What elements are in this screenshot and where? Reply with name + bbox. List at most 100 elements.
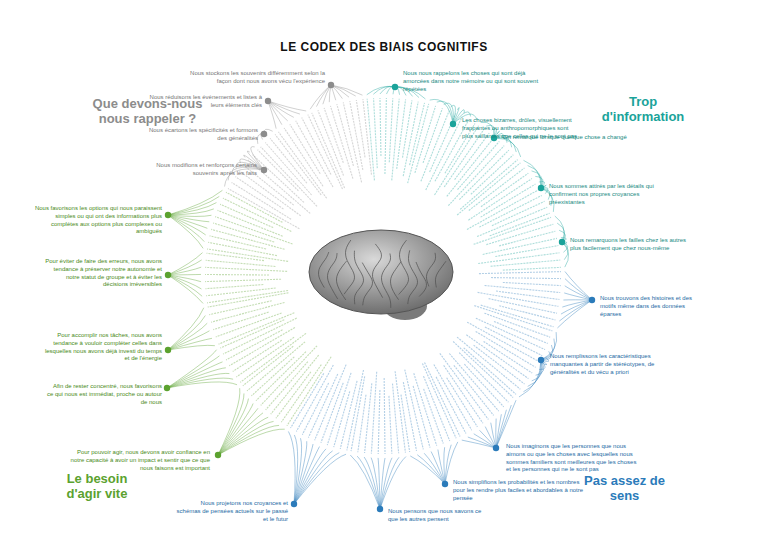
fan-line (167, 350, 217, 388)
bias-spoke (476, 318, 545, 349)
fan-line (495, 419, 496, 448)
category-dot (377, 506, 383, 512)
bias-spoke (468, 179, 532, 221)
fan-line (167, 373, 229, 388)
bias-spoke (454, 365, 494, 415)
category-dot (165, 347, 171, 353)
bias-spoke (327, 373, 351, 445)
category-dot (450, 121, 456, 127)
bias-spoke (460, 160, 517, 210)
bias-spoke (213, 223, 274, 242)
fan-line (380, 458, 385, 509)
fan-line (564, 293, 592, 300)
bias-spoke (226, 330, 282, 360)
bias-spoke (453, 342, 513, 398)
bias-spoke (358, 395, 366, 452)
category-dot (538, 185, 544, 191)
bias-spoke (235, 177, 283, 209)
category-text: Nous simplifions les probabilités et les… (453, 479, 585, 502)
section-heading: Le besoin d'agir vite (48, 472, 146, 502)
bias-spoke (485, 285, 561, 292)
fan-line (494, 138, 521, 157)
category-dot (165, 272, 171, 278)
category-text: Nous stockons les souvenirs différemment… (175, 70, 325, 86)
bias-spoke (469, 168, 525, 210)
fan-line (557, 300, 592, 328)
bias-spoke (430, 114, 456, 172)
fan-line (294, 454, 346, 504)
fan-line (310, 85, 331, 109)
fan-line (167, 356, 219, 388)
bias-spoke (448, 146, 504, 206)
fan-line (168, 215, 211, 216)
fan-line (468, 437, 496, 448)
fan-line (218, 421, 274, 455)
bias-spoke (395, 371, 405, 452)
bias-spoke (365, 383, 372, 453)
bias-spoke (474, 217, 551, 244)
fan-line (462, 440, 496, 448)
fan-line (565, 279, 592, 300)
category-text: Nous réduisons les événements et listes … (142, 94, 262, 110)
fan-line (445, 445, 451, 484)
bias-spoke (291, 373, 324, 428)
category-dot (442, 481, 448, 487)
bias-spoke (484, 313, 550, 337)
fan-line (218, 417, 268, 455)
category-dot (328, 82, 334, 88)
bias-spoke (384, 378, 386, 454)
brain-fold (408, 250, 418, 304)
bias-spoke (490, 213, 550, 236)
bias-spoke (279, 132, 327, 198)
fan-line (496, 410, 506, 448)
bias-spoke (385, 98, 386, 174)
fan-line (437, 101, 453, 124)
category-text: Nous sommes attirés par les détails qui … (549, 183, 661, 206)
bias-spoke (458, 141, 500, 189)
fan-line (218, 388, 240, 455)
bias-spoke (403, 382, 416, 451)
fan-line (350, 455, 380, 509)
bias-spoke (499, 231, 555, 246)
bias-spoke (414, 373, 437, 445)
fan-line (485, 427, 496, 448)
fan-line (474, 434, 496, 448)
brain-fold (336, 261, 346, 300)
category-text: Nous favorisons les options qui nous par… (27, 205, 162, 236)
bias-spoke (397, 99, 406, 168)
fan-line (331, 85, 362, 95)
bias-spoke (253, 155, 304, 203)
bias-spoke (216, 313, 282, 337)
bias-spoke (367, 99, 374, 181)
category-dot (559, 239, 565, 245)
fan-line (528, 360, 542, 386)
fan-line (168, 215, 209, 222)
bias-spoke (220, 204, 273, 227)
bias-spoke (496, 291, 559, 299)
fan-line (424, 453, 445, 484)
fan-line (410, 456, 445, 484)
bias-spoke (479, 272, 561, 274)
bias-spoke (459, 353, 508, 403)
fan-line (168, 275, 202, 296)
bias-spoke (449, 353, 498, 411)
category-text: Pour accomplir nos tâches, nous avons te… (40, 332, 162, 363)
bias-spoke (474, 345, 525, 384)
bias-spoke (484, 341, 533, 373)
fan-line (268, 101, 300, 114)
bias-spoke (211, 302, 284, 322)
bias-spoke (213, 312, 268, 329)
fan-line (491, 423, 496, 448)
fan-line (168, 253, 203, 275)
fan-line (316, 85, 331, 107)
bias-spoke (389, 396, 392, 454)
bias-spoke (271, 355, 319, 414)
bias-spoke (206, 260, 276, 266)
bias-spoke (478, 253, 559, 264)
brain-fold (362, 263, 372, 306)
section-heading: Pas assez de sens (572, 474, 677, 504)
bias-spoke (464, 364, 503, 407)
fan-line (168, 190, 222, 215)
bias-spoke (296, 121, 333, 187)
bias-spoke (401, 395, 410, 452)
